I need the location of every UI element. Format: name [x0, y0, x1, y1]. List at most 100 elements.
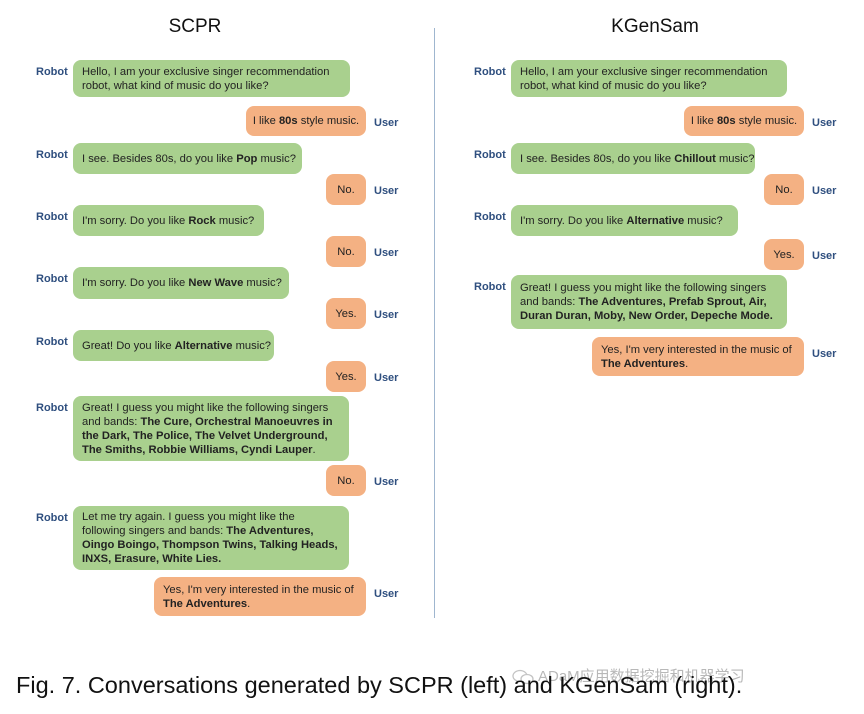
left-panel-title: SCPR [168, 16, 222, 37]
robot-speaker-label: Robot [36, 211, 68, 223]
user-message-bubble: No. [326, 174, 366, 205]
message-line: the Dark, The Police, The Velvet Undergr… [82, 429, 340, 443]
message-text: robot, what kind of music do you like? [82, 79, 269, 92]
message-line: Duran Duran, Moby, New Order, Depeche Mo… [520, 309, 778, 323]
message-line: robot, what kind of music do you like? [82, 79, 341, 93]
message-text: I like [690, 115, 717, 127]
message-line: I'm sorry. Do you like Alternative music… [520, 214, 729, 228]
user-message-bubble: I like 80s style music. [246, 106, 366, 136]
user-message-bubble: Yes, I'm very interested in the music of… [592, 337, 804, 376]
robot-speaker-label: Robot [474, 281, 506, 293]
message-bold-text: Pop [236, 152, 258, 165]
message-line: Oingo Boingo, Thompson Twins, Talking He… [82, 538, 340, 552]
message-line: Great! Do you like Alternative music? [82, 339, 271, 353]
message-text: I'm sorry. Do you like [82, 277, 189, 289]
message-bold-text: The Cure, Orchestral Manoeuvres in [140, 415, 333, 428]
watermark: ADaM应用数据挖掘和机器学习 [512, 665, 745, 686]
message-text: Yes, I'm very interested in the music of [163, 583, 354, 596]
message-line: following singers and bands: The Adventu… [82, 524, 340, 538]
message-text: and bands: [520, 296, 579, 308]
message-text: Let me try again. I guess you might like… [82, 511, 295, 523]
user-speaker-label: User [374, 309, 399, 321]
message-text: I like [252, 115, 279, 127]
message-line: Great! I guess you might like the follow… [82, 401, 340, 415]
message-text: Hello, I am your exclusive singer recomm… [82, 65, 330, 78]
message-text: I'm sorry. Do you like [520, 214, 627, 227]
robot-message-bubble: Hello, I am your exclusive singer recomm… [73, 60, 350, 97]
robot-speaker-label: Robot [36, 512, 68, 524]
robot-speaker-label: Robot [36, 66, 68, 78]
robot-speaker-label: Robot [36, 336, 68, 348]
message-text: Yes. [773, 248, 795, 261]
message-line: No. [337, 183, 354, 197]
message-line: I see. Besides 80s, do you like Pop musi… [82, 152, 296, 166]
message-bold-text: Rock [188, 214, 216, 227]
message-line: Yes. [335, 307, 356, 321]
message-text: music? [684, 214, 723, 227]
message-line: I see. Besides 80s, do you like Chillout… [520, 152, 754, 166]
message-line: No. [337, 245, 354, 259]
user-message-bubble: Yes, I'm very interested in the music of… [154, 577, 366, 616]
figure-caption: Fig. 7. Conversations generated by SCPR … [16, 672, 743, 698]
user-message-bubble: No. [326, 236, 366, 267]
user-speaker-label: User [812, 348, 837, 360]
message-line: Yes. [773, 248, 794, 262]
message-bold-text: Alternative [174, 339, 233, 352]
message-bold-text: The Adventures, [226, 525, 314, 537]
robot-speaker-label: Robot [474, 149, 506, 161]
message-bold-text: INXS, Erasure, White Lies. [82, 553, 222, 565]
message-text: No. [337, 245, 355, 258]
message-bold-text: The Adventures [601, 357, 686, 370]
message-line: I'm sorry. Do you like Rock music? [82, 214, 255, 228]
message-line: Let me try again. I guess you might like… [82, 510, 340, 524]
user-speaker-label: User [374, 117, 399, 129]
robot-message-bubble: I'm sorry. Do you like New Wave music? [73, 267, 289, 299]
message-text: . [247, 597, 251, 610]
message-text: I'm sorry. Do you like [82, 214, 189, 227]
user-message-bubble: Yes. [326, 361, 366, 392]
message-text: music? [257, 152, 296, 165]
message-line: Yes. [335, 370, 356, 384]
robot-message-bubble: I'm sorry. Do you like Rock music? [73, 205, 264, 236]
robot-speaker-label: Robot [36, 402, 68, 414]
message-line: No. [337, 474, 354, 488]
message-line: The Smiths, Robbie Williams, Cyndi Laupe… [82, 443, 340, 457]
message-line: and bands: The Adventures, Prefab Sprout… [520, 295, 778, 309]
message-line: I like 80s style music. [691, 114, 797, 128]
robot-message-bubble: I see. Besides 80s, do you like Pop musi… [73, 143, 302, 174]
user-message-bubble: Yes. [764, 239, 804, 270]
message-text: and bands: [82, 415, 141, 428]
watermark-text: ADaM应用数据挖掘和机器学习 [538, 668, 745, 685]
message-bold-text: Oingo Boingo, Thompson Twins, Talking He… [82, 539, 338, 551]
message-line: The Adventures. [601, 357, 795, 371]
message-text: . [312, 443, 316, 456]
user-speaker-label: User [812, 117, 837, 129]
message-text: No. [337, 474, 355, 487]
message-text: Yes, I'm very interested in the music of [601, 343, 792, 356]
message-bold-text: Duran Duran, Moby, New Order, Depeche Mo… [520, 310, 773, 322]
user-speaker-label: User [374, 588, 399, 600]
robot-speaker-label: Robot [36, 273, 68, 285]
message-line: I'm sorry. Do you like New Wave music? [82, 276, 282, 290]
message-text: No. [775, 183, 793, 196]
message-text: robot, what kind of music do you like? [520, 79, 707, 92]
message-text: No. [337, 183, 355, 196]
robot-message-bubble: I see. Besides 80s, do you like Chillout… [511, 143, 755, 174]
user-speaker-label: User [374, 476, 399, 488]
robot-speaker-label: Robot [36, 149, 68, 161]
message-text: style music. [297, 115, 360, 127]
wechat-icon [512, 669, 534, 685]
message-line: INXS, Erasure, White Lies. [82, 552, 340, 566]
message-text: music? [715, 152, 755, 165]
robot-message-bubble: I'm sorry. Do you like Alternative music… [511, 205, 738, 236]
message-line: and bands: The Cure, Orchestral Manoeuvr… [82, 415, 340, 429]
user-message-bubble: No. [326, 465, 366, 496]
message-text: Yes. [335, 307, 357, 320]
message-bold-text: The Smiths, Robbie Williams, Cyndi Laupe… [82, 443, 313, 456]
message-text: following singers and bands: [82, 525, 227, 537]
robot-speaker-label: Robot [474, 66, 506, 78]
message-text: Great! I guess you might like the follow… [520, 282, 767, 294]
robot-message-bubble: Hello, I am your exclusive singer recomm… [511, 60, 787, 97]
user-message-bubble: Yes. [326, 298, 366, 329]
message-bold-text: 80s [278, 115, 298, 127]
